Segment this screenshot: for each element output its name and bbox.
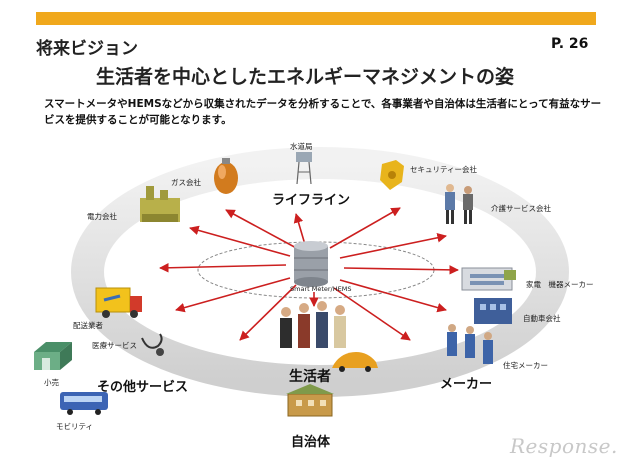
- header-accent-bar: [36, 12, 596, 25]
- description-text: スマートメータやHEMSなどから収集されたデータを分析することで、各事業者や自治…: [44, 98, 602, 126]
- group-maker: メーカー: [440, 377, 493, 392]
- retail-store-icon: [34, 342, 72, 370]
- actor-auto: 自動車会社: [523, 314, 561, 323]
- service-arrows: [159, 207, 459, 341]
- security-badge-icon: [380, 160, 404, 190]
- group-lifeline: ライフライン: [272, 193, 351, 208]
- car-icon: [332, 352, 378, 372]
- bus-icon: [60, 392, 108, 415]
- auto-company-icon: [474, 298, 512, 324]
- workers-icon: [447, 324, 493, 364]
- server-label: Smart Meter/HEMS: [290, 285, 352, 293]
- gas-tank-icon: [214, 158, 238, 194]
- actor-care: 介護サービス会社: [491, 204, 551, 213]
- slide-subtitle: 生活者を中心としたエネルギーマネジメントの姿: [96, 66, 515, 88]
- group-local-gov: 自治体: [291, 435, 331, 450]
- actor-appliance: 家電 機器メーカー: [526, 280, 594, 289]
- actor-retail: 小売: [44, 378, 59, 387]
- group-other-services: その他サービス: [97, 380, 189, 395]
- actor-housing: 住宅メーカー: [503, 361, 548, 370]
- care-service-icon: [445, 184, 473, 224]
- city-hall-icon: [286, 384, 334, 417]
- delivery-truck-icon: [95, 287, 142, 318]
- water-tower-icon: [296, 152, 312, 185]
- stethoscope-icon: [141, 333, 164, 356]
- actor-delivery: 配送業者: [73, 321, 103, 330]
- actor-medical: 医療サービス: [92, 341, 137, 350]
- watermark: Response.: [510, 434, 618, 458]
- factory-icon: [461, 267, 516, 291]
- consumer-group-icon: [280, 301, 346, 348]
- actor-security: セキュリティー会社: [410, 165, 478, 174]
- actor-water: 水道局: [290, 142, 313, 151]
- power-plant-icon: [140, 186, 180, 222]
- actor-gas: ガス会社: [171, 178, 201, 187]
- group-consumer: 生活者: [289, 369, 331, 385]
- slide-title: 将来ビジョン: [36, 39, 138, 59]
- page-number: P. 26: [551, 36, 589, 52]
- actor-power: 電力会社: [87, 212, 117, 221]
- actor-mobility: モビリティ: [56, 422, 94, 431]
- server-icon: [294, 241, 328, 287]
